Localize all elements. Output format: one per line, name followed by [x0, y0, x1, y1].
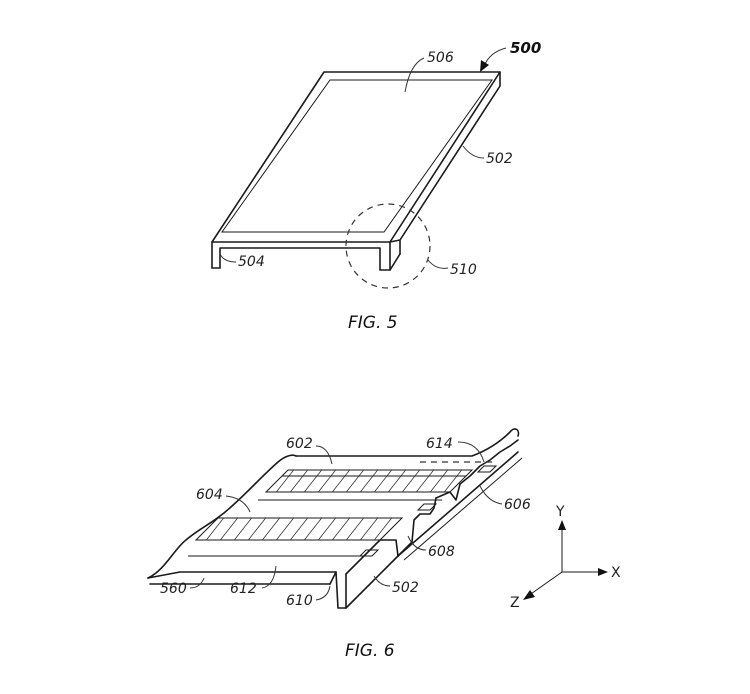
fig6-leader-610	[315, 585, 331, 601]
fig6-leader-608	[407, 535, 427, 551]
fig6-label-612: 612	[230, 581, 257, 597]
fig6-top-wavy-edge	[147, 454, 297, 579]
fig6-label-614: 614	[426, 436, 453, 452]
fig5-leader-510	[427, 259, 449, 269]
fig6-pad-rear	[476, 465, 498, 473]
fig6-axis-triad: Y X Z	[510, 504, 621, 611]
fig6-leader-612	[261, 565, 277, 589]
fig5-assembly-arrow	[483, 47, 507, 67]
fig5-leader-504	[219, 253, 237, 263]
fig6-back-edge	[295, 428, 520, 457]
fig5-detail-circle	[345, 203, 431, 289]
fig6-label-608: 608	[428, 544, 455, 560]
fig5-front-flange	[211, 241, 391, 271]
fig6-label-606: 606	[504, 497, 531, 513]
fig6-pad-mid	[416, 503, 438, 511]
fig5-label-504: 504	[238, 254, 265, 270]
axis-y-label: Y	[555, 504, 565, 520]
axis-x-arrowhead	[598, 568, 608, 576]
fig6-leader-614	[457, 441, 485, 463]
axis-y-arrowhead	[558, 520, 566, 530]
axis-x-label: X	[611, 565, 621, 581]
fig6-strip-lower-hatch	[199, 518, 402, 540]
fig5-leader-506	[404, 57, 425, 93]
fig6-front-channel	[329, 571, 347, 609]
fig5-display-area	[221, 79, 493, 233]
axis-z-arrowhead	[523, 590, 535, 600]
fig6-channel-floor	[345, 555, 399, 609]
fig6-right-edge-side-2	[403, 457, 523, 561]
fig6-drawing: 602 614 604 606 608 560 612 610 502 Y X …	[147, 428, 621, 661]
fig6-label-602: 602	[286, 436, 313, 452]
fig5-label-502: 502	[486, 151, 513, 167]
fig6-leader-560	[189, 577, 205, 589]
fig6-front-face-top	[147, 571, 337, 579]
axis-z-label: Z	[510, 595, 520, 611]
fig6-right-step-lower	[345, 497, 437, 575]
fig5-label-506: 506	[427, 50, 454, 66]
fig6-label-610: 610	[286, 593, 313, 609]
fig5-assembly-arrowhead	[480, 60, 489, 72]
fig6-caption: FIG. 6	[345, 641, 395, 661]
fig6-leader-502	[373, 575, 391, 587]
fig6-label-604: 604	[196, 487, 223, 503]
fig6-label-560: 560	[160, 581, 187, 597]
fig5-caption: FIG. 5	[348, 313, 398, 333]
fig6-label-502: 502	[392, 580, 419, 596]
fig5-label-510: 510	[450, 262, 477, 278]
fig5-drawing: 506 502 504 510 500 FIG. 5	[211, 39, 541, 333]
fig5-leader-502	[462, 145, 485, 159]
fig6-right-step-upper	[435, 439, 519, 501]
fig6-leader-604	[225, 495, 251, 513]
fig6-leader-606	[479, 485, 503, 505]
fig6-right-edge-side	[397, 451, 519, 557]
axis-z-line	[527, 571, 563, 597]
fig5-label-500: 500	[510, 39, 541, 57]
fig5-side-wall	[389, 71, 501, 243]
fig6-pad-front	[358, 549, 380, 557]
fig5-front-flange-lip	[389, 253, 401, 271]
fig6-leader-602	[315, 445, 333, 465]
fig5-plate-outline	[211, 71, 501, 243]
fig6-strip-upper-hatch	[269, 470, 472, 492]
